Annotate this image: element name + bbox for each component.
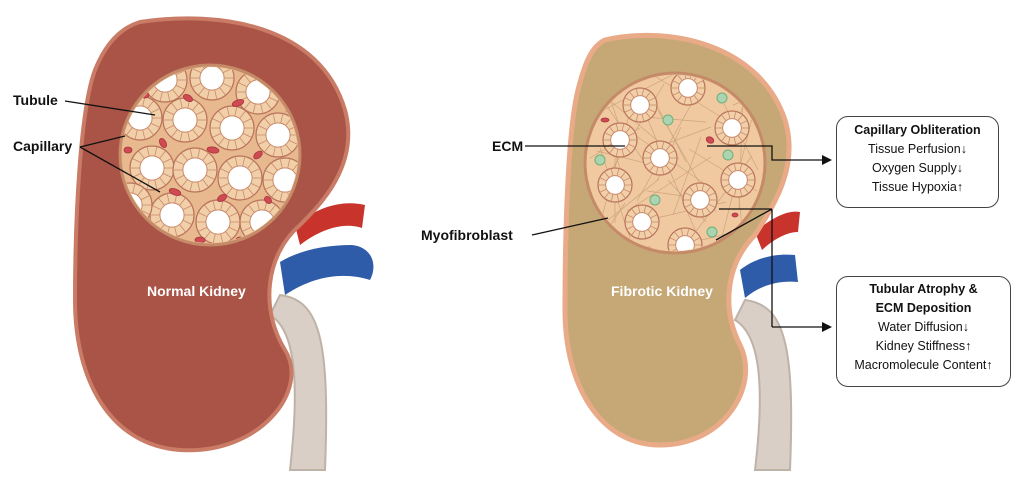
- tubular-atrophy-title-1: Tubular Atrophy &: [837, 280, 1010, 299]
- tubule-cross-section: [210, 106, 254, 150]
- effect-text: Tissue Perfusion: [868, 142, 961, 156]
- effect-row: Tissue Perfusion↓: [837, 140, 998, 159]
- ecm-label: ECM: [492, 138, 523, 154]
- tubule-cross-section: [643, 141, 677, 175]
- increase-arrow-icon: ↑: [957, 180, 963, 194]
- tubule-cross-section: [218, 156, 262, 200]
- myofibroblast-label: Myofibroblast: [421, 227, 513, 243]
- capillary-obliteration-title: Capillary Obliteration: [837, 121, 998, 140]
- effect-text: Water Diffusion: [878, 320, 963, 334]
- effect-text: Oxygen Supply: [872, 161, 957, 175]
- tubule-label: Tubule: [13, 92, 58, 108]
- effect-text: Macromolecule Content: [854, 358, 986, 372]
- tubule-cross-section: [625, 205, 659, 239]
- vein-fibrotic: [740, 255, 798, 298]
- decrease-arrow-icon: ↓: [963, 320, 969, 334]
- myofibroblast-cell: [717, 93, 727, 103]
- tubule-cross-section: [721, 163, 755, 197]
- capillary-shape: [732, 213, 738, 217]
- effect-row: Macromolecule Content↑: [837, 356, 1010, 375]
- effect-text: Tissue Hypoxia: [872, 180, 957, 194]
- tubule-cross-section: [623, 88, 657, 122]
- capillary-label: Capillary: [13, 138, 72, 154]
- tubular-atrophy-box: Tubular Atrophy & ECM Deposition Water D…: [836, 276, 1011, 387]
- capillary-shape: [124, 147, 132, 153]
- effect-row: Water Diffusion↓: [837, 318, 1010, 337]
- effect-row: Tissue Hypoxia↑: [837, 178, 998, 197]
- tubular-atrophy-title-2: ECM Deposition: [837, 299, 1010, 318]
- myofibroblast-cell: [650, 195, 660, 205]
- effect-row: Oxygen Supply↓: [837, 159, 998, 178]
- myofibroblast-cell: [595, 155, 605, 165]
- tubule-cross-section: [715, 111, 749, 145]
- effect-text: Kidney Stiffness: [876, 339, 965, 353]
- decrease-arrow-icon: ↓: [957, 161, 963, 175]
- tubule-cross-section: [163, 98, 207, 142]
- fibrotic-kidney-label: Fibrotic Kidney: [611, 283, 713, 299]
- decrease-arrow-icon: ↓: [961, 142, 967, 156]
- normal-kidney: [75, 18, 373, 470]
- capillary-obliteration-box: Capillary Obliteration Tissue Perfusion↓…: [836, 116, 999, 208]
- effect-row: Kidney Stiffness↑: [837, 337, 1010, 356]
- tubule-cross-section: [683, 183, 717, 217]
- increase-arrow-icon: ↑: [965, 339, 971, 353]
- normal-kidney-label: Normal Kidney: [147, 283, 246, 299]
- myofibroblast-cell: [723, 150, 733, 160]
- myofibroblast-cell: [707, 227, 717, 237]
- vein: [280, 245, 373, 295]
- fibrotic-kidney: [565, 35, 800, 470]
- tubule-cross-section: [173, 148, 217, 192]
- increase-arrow-icon: ↑: [986, 358, 992, 372]
- capillary-shape: [601, 118, 609, 122]
- myofibroblast-cell: [663, 115, 673, 125]
- tubule-cross-section: [598, 168, 632, 202]
- tubule-cross-section: [603, 123, 637, 157]
